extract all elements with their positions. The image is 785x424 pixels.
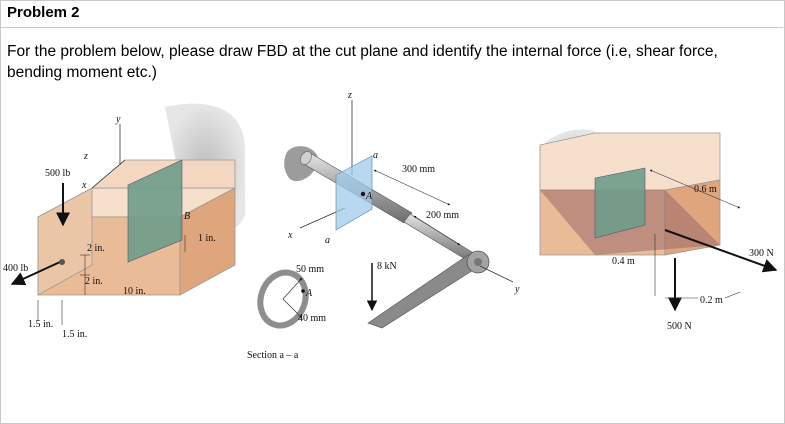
left-load-point xyxy=(59,259,65,265)
dim-40mm: 40 mm xyxy=(298,313,326,324)
middle-axis-y xyxy=(479,265,514,283)
title-row: Problem 2 xyxy=(0,0,783,28)
left-axis-z xyxy=(91,159,126,189)
dim-0-2m: 0.2 m xyxy=(700,295,723,306)
middle-shaft-figure: z x A a a y 8 kN 300 mm 200 mm 50 xyxy=(247,90,520,361)
point-a-dot xyxy=(360,191,366,197)
left-beam-side xyxy=(179,187,236,296)
force-300n-arrow xyxy=(664,229,778,273)
label-a-bottom: a xyxy=(325,235,330,246)
middle-axis-z-label: z xyxy=(347,90,352,101)
force-400lb-label: 400 lb xyxy=(3,263,28,274)
right-beam-figure: 300 N 500 N 0.6 m 0.4 m 0.2 m xyxy=(539,129,778,332)
left-axis-x-label: x xyxy=(81,180,87,191)
dim-2in-a: 2 in. xyxy=(87,243,105,254)
force-500n-label: 500 N xyxy=(667,321,692,332)
dim-0-4m: 0.4 m xyxy=(612,256,635,267)
left-axis-y-label: y xyxy=(115,114,121,125)
force-500lb-label: 500 lb xyxy=(45,168,70,179)
section-a-a-label: Section a – a xyxy=(247,350,299,361)
dim-1-5in-a: 1.5 in. xyxy=(28,319,53,330)
dim-200mm: 200 mm xyxy=(426,210,459,221)
problem-prompt: For the problem below, please draw FBD a… xyxy=(7,43,718,81)
left-beam-end xyxy=(37,187,93,296)
dim-1in: 1 in. xyxy=(198,233,216,244)
left-beam-figure: z x y 500 lb 400 lb 2 in. 2 in. 10 in. 1… xyxy=(3,103,245,340)
middle-axis-y-label: y xyxy=(514,284,520,295)
label-a-top: a xyxy=(373,150,378,161)
left-cut-plane xyxy=(127,159,183,263)
middle-axis-x-label: x xyxy=(287,230,293,241)
force-400lb-arrow xyxy=(10,261,61,286)
dim-10in: 10 in. xyxy=(123,286,146,297)
force-300n-label: 300 N xyxy=(749,248,774,259)
dim-300mm: 300 mm xyxy=(402,164,435,175)
point-b-label: B xyxy=(184,211,190,222)
section-a-point-label: A xyxy=(305,288,313,299)
problem-title: Problem 2 xyxy=(7,4,80,21)
right-cut-plane xyxy=(594,167,646,239)
dim-2in-b: 2 in. xyxy=(85,276,103,287)
dim-1-5in-b: 1.5 in. xyxy=(62,329,87,340)
force-8kn-label: 8 kN xyxy=(377,261,397,272)
section-a-a: 50 mm A 40 mm Section a – a xyxy=(247,264,326,361)
point-a-label: A xyxy=(365,191,373,202)
middle-cut-plane xyxy=(335,155,373,231)
left-axis-z-label: z xyxy=(83,151,88,162)
tube-section-ring xyxy=(257,269,309,329)
dim-50mm: 50 mm xyxy=(296,264,324,275)
